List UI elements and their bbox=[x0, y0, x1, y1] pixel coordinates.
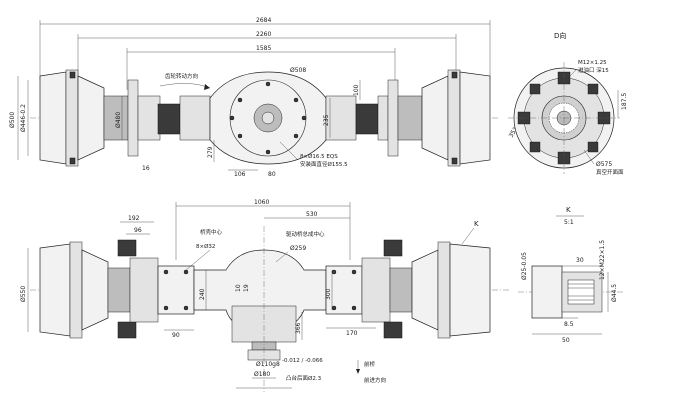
dim-480: Ø480 bbox=[115, 112, 122, 128]
flange-note: 凸台后面Ø2.3 bbox=[286, 374, 322, 382]
k-dim-50: 50 bbox=[562, 337, 570, 344]
dim-366: 366 bbox=[295, 322, 302, 334]
pcd-note: 安装面直径Ø155.5 bbox=[300, 160, 348, 168]
dim-106: 106 bbox=[234, 171, 246, 178]
bottom-left-drum bbox=[39, 243, 71, 337]
dim-240: 240 bbox=[199, 288, 206, 300]
right-hub-flange bbox=[447, 69, 461, 167]
dim-235: 235 bbox=[323, 114, 330, 126]
d-view: D向 M12×1.25 进油口 深15 187.5 Ø575 真空开面面 35° bbox=[508, 31, 628, 176]
dim-16: 16 bbox=[142, 165, 150, 172]
bottom-left-bracket-bottom bbox=[117, 321, 137, 339]
k-dim-30: 30 bbox=[576, 257, 584, 264]
d-view-title: D向 bbox=[554, 31, 566, 40]
k-dim-m22: 12×M22×1.5 bbox=[599, 240, 606, 280]
bottom-right-bracket-top bbox=[383, 239, 403, 257]
center-note: 桥壳中心 bbox=[200, 228, 223, 236]
dim-1060: 1060 bbox=[254, 199, 269, 206]
k-title: K bbox=[566, 206, 571, 214]
legend-1: 前桥 bbox=[364, 360, 376, 368]
k-dim-8-5: 8.5 bbox=[564, 321, 574, 328]
left-u-bolt-block bbox=[157, 103, 181, 135]
rotation-note: 齿轮转动方向 bbox=[165, 72, 198, 80]
left-hub-flange bbox=[65, 69, 79, 167]
dim-259: Ø259 bbox=[290, 245, 306, 252]
dim-110-tol: -0.012 / -0.066 bbox=[282, 358, 323, 364]
dim-90: 90 bbox=[172, 332, 180, 339]
dim-2684: 2684 bbox=[256, 17, 271, 24]
d-note: 真空开面面 bbox=[596, 168, 624, 176]
d-dim-35: 35° bbox=[508, 126, 519, 139]
legend-2: 前进方向 bbox=[364, 376, 386, 384]
d-dim-575: Ø575 bbox=[596, 161, 612, 168]
right-u-bolt-block bbox=[355, 103, 379, 135]
k-detail: K 5:1 30 Ø25-0.05 12×M22×1.5 Ø44.5 8.5 5… bbox=[518, 206, 624, 344]
bolt-8x32: 8×Ø32 bbox=[196, 243, 215, 250]
drive-center-note: 驱动桥总成中心 bbox=[286, 230, 325, 238]
marker-k: K bbox=[474, 220, 479, 228]
dim-300: 300 bbox=[325, 288, 332, 300]
left-brake-drum bbox=[39, 71, 67, 165]
bottom-right-drum bbox=[449, 243, 491, 337]
dim-530: 530 bbox=[306, 211, 318, 218]
bottom-view: 1060 530 192 96 bbox=[20, 199, 510, 392]
bottom-left-spring-pad bbox=[157, 265, 195, 315]
dim-96: 96 bbox=[134, 227, 142, 234]
dim-508: Ø508 bbox=[290, 67, 306, 74]
dim-100: 100 bbox=[353, 84, 360, 96]
k-dim-25: Ø25-0.05 bbox=[521, 252, 528, 280]
dim-279: 279 bbox=[207, 146, 214, 158]
dim-550: Ø550 bbox=[20, 286, 27, 302]
dim-19: 19 bbox=[243, 284, 250, 292]
left-hub bbox=[77, 75, 105, 161]
dim-10: 10 bbox=[235, 284, 242, 292]
d-dim-187-5: 187.5 bbox=[621, 93, 628, 110]
dim-180: Ø180 bbox=[254, 371, 270, 378]
right-brake-drum bbox=[459, 71, 491, 165]
dim-446: Ø446-0.2 bbox=[20, 104, 27, 132]
bottom-left-bracket-top bbox=[117, 239, 137, 257]
right-spring-seat bbox=[387, 79, 399, 157]
bolt-note: 8×Ø16.5 EQS bbox=[300, 153, 338, 160]
dim-1585: 1585 bbox=[256, 45, 271, 52]
dim-192: 192 bbox=[128, 215, 140, 222]
dim-110: Ø110g8 bbox=[256, 361, 280, 368]
top-view: 2684 2260 1585 Ø508 齿轮转动方向 bbox=[9, 17, 500, 178]
d-thread: M12×1.25 bbox=[578, 60, 607, 66]
dim-80: 80 bbox=[268, 171, 276, 178]
right-hub bbox=[421, 75, 449, 161]
dim-170: 170 bbox=[346, 330, 358, 337]
left-spring-seat bbox=[127, 79, 139, 157]
dim-2260: 2260 bbox=[256, 31, 271, 38]
d-thread-note: 进油口 深15 bbox=[578, 66, 609, 74]
k-dim-44-5: Ø44.5 bbox=[611, 284, 618, 302]
k-thread-bore bbox=[567, 279, 595, 305]
bottom-right-bracket-bottom bbox=[383, 321, 403, 339]
k-scale: 5:1 bbox=[564, 219, 574, 226]
dim-500: Ø500 bbox=[9, 112, 16, 128]
